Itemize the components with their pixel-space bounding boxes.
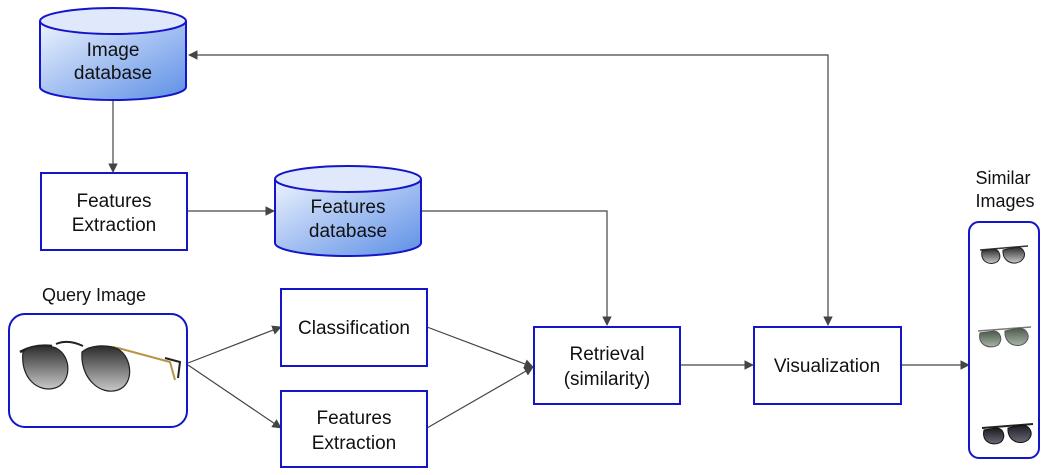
database-cylinder-top: [39, 7, 187, 35]
visualization-box: [753, 326, 902, 405]
features-extraction-bottom-box: [280, 390, 428, 468]
features-extraction-bottom-node: Features Extraction: [280, 390, 428, 468]
features-database-label-line1: Features: [311, 197, 386, 218]
database-cylinder-body: [274, 179, 422, 257]
query-image-label: Query Image: [42, 285, 146, 305]
features-extraction-top-node: Features Extraction: [40, 172, 188, 251]
database-cylinder-body: [39, 21, 187, 101]
retrieval-label-line2: (similarity): [564, 369, 651, 390]
similar-images-label-line2: Images: [975, 191, 1034, 211]
retrieval-node: Retrieval (similarity): [533, 326, 681, 405]
edge-query-to-classification: [187, 325, 282, 364]
aviator-sunglasses-icon: [981, 423, 1034, 445]
features-extraction-top-label-line1: Features: [77, 191, 152, 212]
aviator-sunglasses-icon: [979, 245, 1029, 265]
features-database-node: Features database: [274, 165, 422, 257]
features-database-label-line2: database: [309, 221, 387, 242]
edge-classification-to-retrieval: [426, 326, 534, 369]
edge-query-to-extraction: [187, 364, 282, 429]
features-extraction-top-label-line2: Extraction: [72, 215, 156, 236]
visualization-label: Visualization: [774, 356, 880, 377]
edge-extraction-to-retrieval: [426, 366, 534, 429]
aviator-sunglasses-icon: [977, 326, 1032, 348]
edge-visualization-imagedb: [188, 50, 833, 326]
classification-label: Classification: [298, 318, 410, 339]
image-database-node: Image database: [39, 7, 187, 101]
query-image-node: Query Image: [8, 285, 188, 428]
similar-images-node: Similar Images: [968, 168, 1040, 459]
edges: [108, 50, 970, 429]
classification-node: Classification: [280, 288, 428, 367]
sunglasses-icon: [19, 340, 182, 392]
similar-images-frame: [968, 221, 1040, 459]
database-cylinder-top: [274, 165, 422, 193]
image-database-label-line1: Image: [87, 40, 140, 61]
image-database-label-line2: database: [74, 63, 152, 84]
visualization-node: Visualization: [753, 326, 902, 405]
classification-box: [280, 288, 428, 367]
features-extraction-bottom-label-line1: Features: [317, 408, 392, 429]
features-extraction-bottom-label-line2: Extraction: [312, 433, 396, 454]
retrieval-label-line1: Retrieval: [570, 344, 645, 365]
features-extraction-top-box: [40, 172, 188, 251]
edge-featuresdb-to-retrieval: [421, 210, 612, 326]
retrieval-box: [533, 326, 681, 405]
similar-images-label-line1: Similar: [975, 168, 1030, 188]
